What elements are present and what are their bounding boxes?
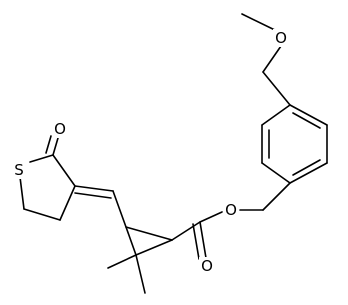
- bond-lactone-co-a: [52, 137, 59, 156]
- methoxymethyl-group: [241, 13, 291, 106]
- thiolactone-bond-2: [29, 154, 54, 163]
- bond-carbonyl-c-to-o-b: [192, 223, 200, 260]
- benzene-bond-3: [289, 162, 328, 184]
- bond-vinyl-double-a: [74, 185, 114, 192]
- bond-ester-o-to-carbonyl-c: [199, 211, 223, 223]
- bond-vinyl-double-b: [74, 192, 112, 199]
- cyclopropane-bond-2: [125, 226, 137, 256]
- bond-ch2-to-ring: [262, 71, 291, 106]
- benzene-bond-6: [261, 104, 291, 126]
- benzene-ring: [261, 104, 328, 184]
- thiolactone-bond-5: [59, 185, 76, 221]
- benzene-bond-1: [289, 104, 328, 126]
- thiolactone-bond-4: [23, 208, 61, 221]
- bond-methyl-2: [135, 254, 146, 294]
- ester-group: [171, 211, 223, 260]
- bond-carbonyl-c-to-cyclopropane: [171, 221, 201, 241]
- cyclopropane-bond-3: [135, 239, 173, 256]
- thiolactone-ring: [19, 135, 76, 221]
- benzyl-linker: [239, 182, 291, 211]
- ring-sulfur-label: S: [14, 161, 24, 179]
- thiolactone-bond-3: [19, 176, 25, 210]
- bond-ring-to-benzyl-ch2: [262, 182, 291, 211]
- lactone-carbonyl-oxygen-label: O: [54, 120, 66, 138]
- bond-methyl-1: [107, 254, 137, 269]
- cyclopropane-bond-1: [125, 226, 173, 241]
- bond-ether-o-to-ch2: [262, 45, 282, 73]
- benzene-double-bond-a: [292, 112, 321, 129]
- benzene-double-bond-b: [292, 159, 321, 176]
- ester-carbonyl-oxygen-label: O: [201, 257, 213, 275]
- cyclopropane-ring: [107, 226, 173, 294]
- bond-lactone-co-b: [45, 135, 52, 154]
- atom-labels: O O S O O: [11, 29, 289, 275]
- bond-carbonyl-c-to-o-a: [199, 221, 207, 259]
- vinyl-linker: [74, 185, 127, 228]
- bond-cyclopropane-to-vinyl-ch: [112, 190, 127, 228]
- methoxy-oxygen-label: O: [275, 29, 287, 47]
- thiolactone-bond-1: [52, 154, 76, 187]
- ester-ether-oxygen-label: O: [225, 201, 237, 219]
- benzene-bond-4: [261, 162, 291, 184]
